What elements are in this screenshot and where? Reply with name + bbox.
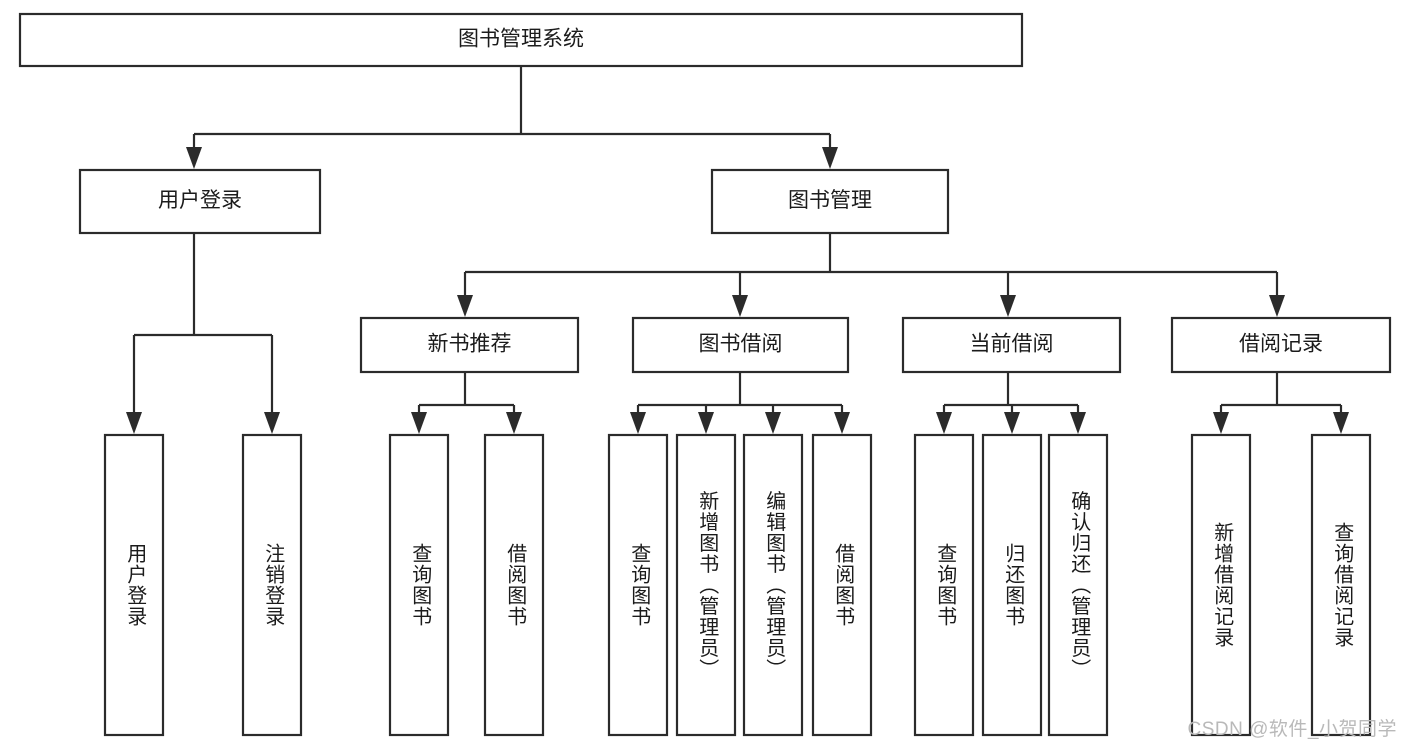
node-leaf-query-book-1[interactable]: 查询图书 — [388, 433, 450, 737]
connector-group-current-borrow-to-leaves — [936, 372, 1086, 434]
node-label-leaf-confirm-return: 确认归还（管理员） — [1068, 490, 1091, 679]
node-label-borrow-record: 借阅记录 — [1239, 333, 1323, 356]
node-book-borrow[interactable]: 图书借阅 — [631, 316, 850, 374]
connector-group-root-to-level2 — [186, 66, 838, 169]
node-label-new-book-rec: 新书推荐 — [428, 333, 512, 356]
connector-group-book-borrow-to-leaves — [630, 372, 850, 434]
node-leaf-return-book[interactable]: 归还图书 — [981, 433, 1043, 737]
arrow-head-icon — [1333, 412, 1349, 434]
node-label-leaf-return-book: 归还图书 — [1002, 543, 1025, 627]
node-leaf-borrow-book-1[interactable]: 借阅图书 — [483, 433, 545, 737]
arrow-head-icon — [457, 295, 473, 317]
node-label-leaf-query-book-3: 查询图书 — [934, 543, 957, 627]
node-box-leaf-borrow-book-2[interactable] — [811, 433, 873, 737]
node-leaf-edit-book[interactable]: 编辑图书（管理员） — [742, 433, 804, 737]
node-box-leaf-return-book[interactable] — [981, 433, 1043, 737]
arrow-head-icon — [834, 412, 850, 434]
node-label-leaf-user-login: 用户登录 — [124, 543, 147, 627]
node-leaf-logout[interactable]: 注销登录 — [241, 433, 303, 737]
arrow-head-icon — [1070, 412, 1086, 434]
arrow-head-icon — [411, 412, 427, 434]
arrow-head-icon — [264, 412, 280, 434]
arrow-head-icon — [506, 412, 522, 434]
arrow-head-icon — [698, 412, 714, 434]
node-label-leaf-edit-book: 编辑图书（管理员） — [763, 490, 786, 679]
node-leaf-confirm-return[interactable]: 确认归还（管理员） — [1047, 433, 1109, 737]
node-label-leaf-logout: 注销登录 — [262, 543, 285, 627]
node-borrow-record[interactable]: 借阅记录 — [1170, 316, 1392, 374]
node-box-leaf-query-record[interactable] — [1310, 433, 1372, 737]
nodes-layer: 图书管理系统用户登录图书管理新书推荐图书借阅当前借阅借阅记录用户登录注销登录查询… — [18, 12, 1392, 737]
node-root[interactable]: 图书管理系统 — [18, 12, 1024, 68]
connector-group-user-login-to-leaves — [126, 233, 280, 434]
node-label-leaf-query-record: 查询借阅记录 — [1331, 522, 1354, 648]
arrow-head-icon — [765, 412, 781, 434]
node-new-book-rec[interactable]: 新书推荐 — [359, 316, 580, 374]
node-box-root[interactable] — [18, 12, 1024, 68]
arrow-head-icon — [126, 412, 142, 434]
csdn-watermark: CSDN @软件_小贺同学 — [1187, 719, 1397, 740]
node-box-leaf-query-book-2[interactable] — [607, 433, 669, 737]
node-label-current-borrow: 当前借阅 — [970, 333, 1054, 356]
node-leaf-query-book-2[interactable]: 查询图书 — [607, 433, 669, 737]
node-box-leaf-user-login[interactable] — [103, 433, 165, 737]
node-box-current-borrow[interactable] — [901, 316, 1122, 374]
node-leaf-add-book[interactable]: 新增图书（管理员） — [675, 433, 737, 737]
node-label-leaf-add-record: 新增借阅记录 — [1211, 522, 1234, 648]
node-box-borrow-record[interactable] — [1170, 316, 1392, 374]
node-label-leaf-query-book-1: 查询图书 — [409, 543, 432, 627]
node-user-login[interactable]: 用户登录 — [78, 168, 322, 235]
node-label-user-login: 用户登录 — [158, 189, 242, 212]
connectors-layer — [126, 66, 1349, 434]
arrow-head-icon — [936, 412, 952, 434]
node-label-leaf-query-book-2: 查询图书 — [628, 543, 651, 627]
node-box-leaf-logout[interactable] — [241, 433, 303, 737]
arrow-head-icon — [630, 412, 646, 434]
node-leaf-user-login[interactable]: 用户登录 — [103, 433, 165, 737]
arrow-head-icon — [822, 147, 838, 169]
arrow-head-icon — [732, 295, 748, 317]
node-label-book-borrow: 图书借阅 — [699, 333, 783, 356]
node-box-leaf-query-book-1[interactable] — [388, 433, 450, 737]
node-box-book-borrow[interactable] — [631, 316, 850, 374]
node-box-user-login[interactable] — [78, 168, 322, 235]
node-current-borrow[interactable]: 当前借阅 — [901, 316, 1122, 374]
node-box-leaf-query-book-3[interactable] — [913, 433, 975, 737]
node-leaf-borrow-book-2[interactable]: 借阅图书 — [811, 433, 873, 737]
node-box-leaf-edit-book[interactable] — [742, 433, 804, 737]
node-label-leaf-borrow-book-1: 借阅图书 — [504, 543, 527, 627]
node-box-leaf-add-record[interactable] — [1190, 433, 1252, 737]
node-leaf-add-record[interactable]: 新增借阅记录 — [1190, 433, 1252, 737]
arrow-head-icon — [1004, 412, 1020, 434]
node-box-new-book-rec[interactable] — [359, 316, 580, 374]
node-leaf-query-record[interactable]: 查询借阅记录 — [1310, 433, 1372, 737]
node-box-leaf-confirm-return[interactable] — [1047, 433, 1109, 737]
node-label-leaf-borrow-book-2: 借阅图书 — [832, 543, 855, 627]
node-box-book-manage[interactable] — [710, 168, 950, 235]
connector-group-book-manage-to-level3 — [457, 233, 1285, 317]
node-box-leaf-add-book[interactable] — [675, 433, 737, 737]
arrow-head-icon — [1213, 412, 1229, 434]
arrow-head-icon — [1269, 295, 1285, 317]
node-leaf-query-book-3[interactable]: 查询图书 — [913, 433, 975, 737]
connector-group-borrow-record-to-leaves — [1213, 372, 1349, 434]
connector-group-new-book-rec-to-leaves — [411, 372, 522, 434]
node-label-book-manage: 图书管理 — [788, 189, 872, 212]
arrow-head-icon — [186, 147, 202, 169]
node-book-manage[interactable]: 图书管理 — [710, 168, 950, 235]
node-box-leaf-borrow-book-1[interactable] — [483, 433, 545, 737]
arrow-head-icon — [1000, 295, 1016, 317]
node-label-leaf-add-book: 新增图书（管理员） — [696, 490, 719, 679]
node-label-root: 图书管理系统 — [458, 28, 584, 51]
